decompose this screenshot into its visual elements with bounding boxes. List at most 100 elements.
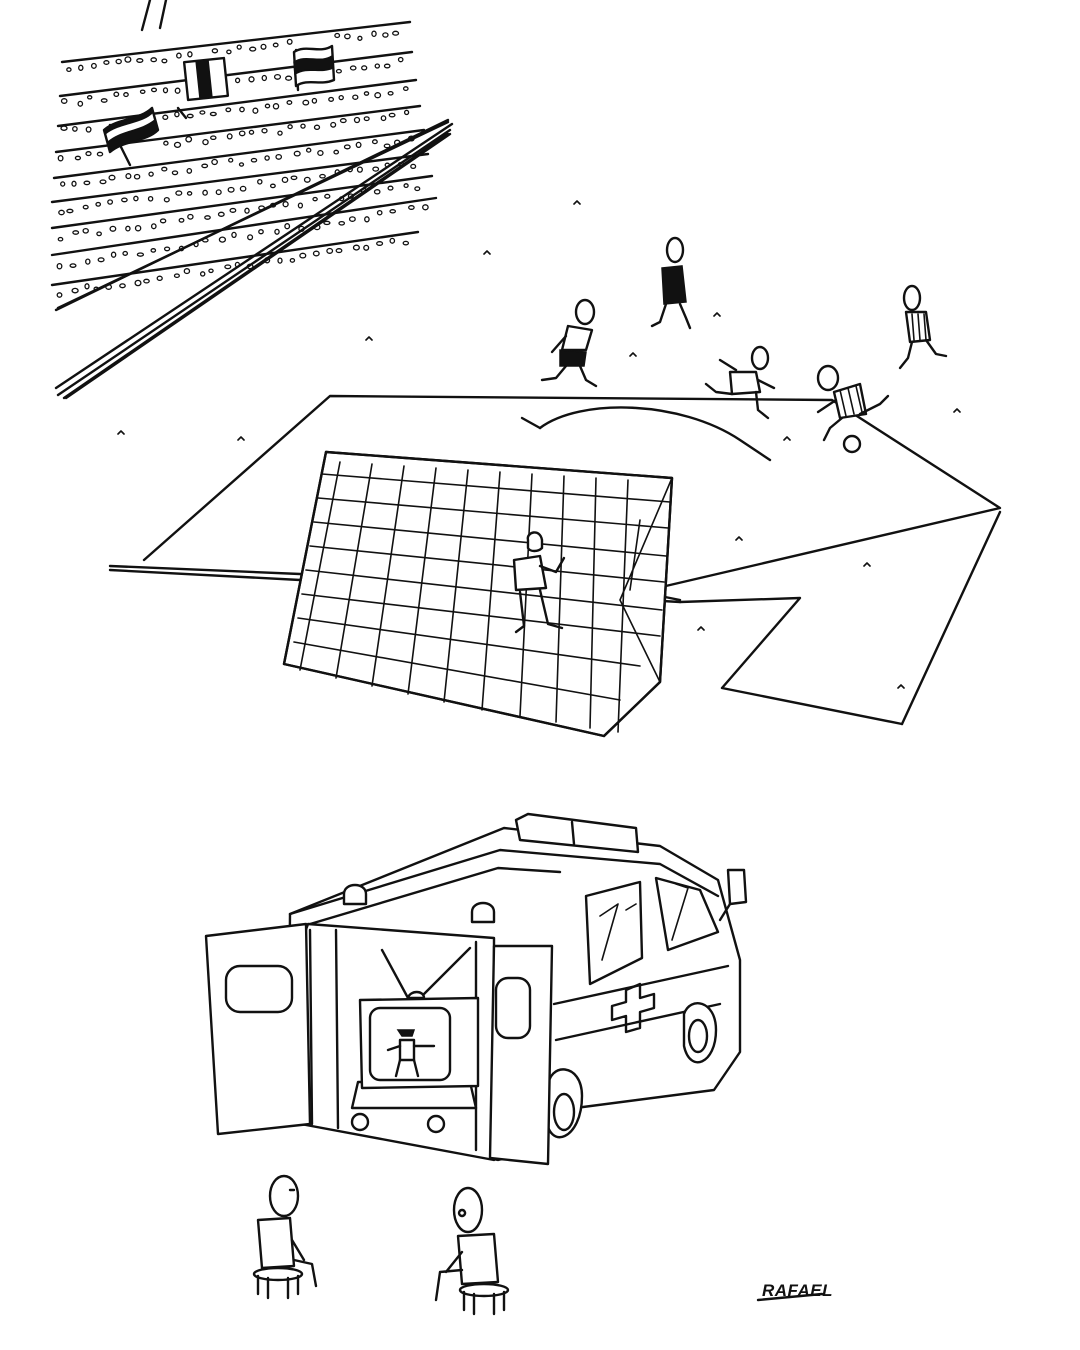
spectator bbox=[324, 221, 330, 224]
spectator bbox=[389, 113, 395, 116]
spectator bbox=[216, 190, 221, 195]
spectator bbox=[120, 284, 125, 288]
spectator bbox=[137, 59, 143, 63]
spectator bbox=[325, 194, 330, 198]
spectator bbox=[258, 180, 262, 184]
flag bbox=[104, 108, 158, 165]
spectator bbox=[251, 159, 256, 162]
flag bbox=[294, 46, 334, 90]
grass bbox=[118, 201, 960, 688]
spectator bbox=[187, 169, 191, 174]
spectator bbox=[98, 258, 104, 262]
spectator bbox=[404, 184, 408, 188]
spectator bbox=[104, 61, 109, 65]
spectator bbox=[230, 209, 236, 213]
spectator bbox=[307, 148, 311, 152]
spectator bbox=[112, 252, 116, 257]
spectator bbox=[395, 140, 400, 145]
football-player bbox=[818, 366, 888, 452]
spectator bbox=[94, 287, 98, 290]
spectator bbox=[275, 229, 279, 234]
spectator bbox=[390, 210, 395, 213]
spectator bbox=[403, 241, 408, 244]
ambulance bbox=[206, 814, 746, 1164]
medic bbox=[254, 1176, 316, 1298]
spectator bbox=[175, 274, 180, 277]
spectator bbox=[79, 65, 83, 70]
spectator bbox=[179, 219, 184, 223]
spectator bbox=[202, 164, 208, 167]
spectator bbox=[149, 172, 153, 176]
spectator bbox=[123, 252, 127, 256]
spectator bbox=[334, 150, 338, 154]
spectator bbox=[72, 181, 76, 186]
spectator bbox=[364, 117, 369, 121]
spectator bbox=[384, 144, 390, 148]
signature-underline bbox=[758, 1294, 822, 1300]
spectator bbox=[228, 188, 234, 193]
spectator bbox=[172, 171, 177, 175]
spectator bbox=[283, 202, 288, 207]
spectator bbox=[353, 95, 358, 99]
spectator bbox=[162, 167, 167, 171]
spectator bbox=[240, 163, 244, 166]
goal-net bbox=[284, 452, 672, 736]
spectator bbox=[165, 247, 170, 251]
spectator bbox=[126, 174, 131, 179]
spectator bbox=[70, 264, 76, 267]
spectator bbox=[212, 49, 217, 53]
spectator bbox=[411, 164, 416, 168]
spectator bbox=[211, 136, 216, 139]
spectator bbox=[86, 259, 90, 264]
medic bbox=[436, 1188, 508, 1314]
spectator bbox=[57, 264, 62, 269]
spectator bbox=[164, 198, 169, 202]
spectator bbox=[365, 217, 369, 222]
spectator bbox=[345, 145, 351, 149]
spectator bbox=[329, 98, 334, 102]
spectator bbox=[399, 58, 403, 62]
spectator bbox=[151, 249, 155, 252]
spectator bbox=[358, 36, 362, 40]
spectator bbox=[247, 264, 253, 268]
spectator bbox=[203, 140, 208, 145]
spectator bbox=[276, 155, 281, 160]
spectator bbox=[348, 194, 353, 198]
spectator bbox=[92, 64, 97, 69]
spectator bbox=[259, 230, 263, 234]
spectator bbox=[205, 216, 210, 219]
spectator bbox=[240, 131, 245, 136]
spectator bbox=[405, 110, 409, 114]
spectator bbox=[286, 76, 292, 80]
spectator bbox=[315, 125, 320, 129]
spectator bbox=[110, 226, 116, 231]
spectator bbox=[262, 129, 267, 133]
spectator bbox=[75, 156, 80, 159]
football-player bbox=[706, 347, 774, 418]
spectator bbox=[151, 58, 156, 62]
spectator bbox=[385, 64, 390, 68]
spectator bbox=[88, 96, 92, 99]
spectator bbox=[175, 112, 179, 117]
spectator bbox=[210, 112, 216, 115]
spectator bbox=[72, 288, 78, 292]
spectator bbox=[219, 237, 225, 242]
spectator bbox=[86, 152, 91, 156]
spectator bbox=[336, 249, 342, 253]
spectator bbox=[290, 259, 294, 263]
spectator bbox=[350, 217, 356, 221]
spectator bbox=[273, 43, 278, 47]
spectator bbox=[339, 222, 344, 225]
spectator bbox=[364, 92, 368, 95]
spectator bbox=[125, 57, 131, 62]
spectator bbox=[124, 93, 128, 97]
touchline bbox=[56, 124, 452, 398]
spectator bbox=[348, 167, 352, 171]
spectator bbox=[126, 226, 130, 231]
spectator bbox=[135, 280, 141, 285]
spectator bbox=[299, 226, 304, 231]
spectator bbox=[176, 191, 182, 195]
spectator bbox=[188, 52, 192, 57]
spectator bbox=[157, 276, 162, 280]
